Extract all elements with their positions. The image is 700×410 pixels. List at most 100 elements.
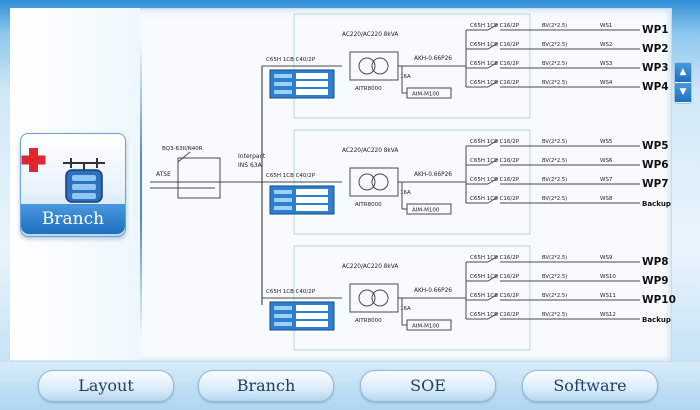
branch-cable-label: BV(2*2.5) <box>542 255 567 261</box>
branch-outlet-label: WP3 <box>642 62 669 74</box>
branch-code-label: WS4 <box>600 80 613 86</box>
monitor-label: AIM-M100 <box>412 324 440 330</box>
meter-ref-label: AKH-0.66P26 <box>414 172 452 178</box>
branch-outlet-label: WP5 <box>642 140 669 152</box>
branch-module-card[interactable]: Branch <box>20 133 126 237</box>
branch-breaker-label: C65H 1CB C16/2P <box>470 177 520 183</box>
transformer-rating: AC220/AC220 8kVA <box>342 264 398 270</box>
branch-cable-label: BV(2*2.5) <box>542 293 567 299</box>
branch-cable-label: BV(2*2.5) <box>542 42 567 48</box>
transformer-box <box>349 51 399 81</box>
meter-display <box>296 205 328 211</box>
transformer-coil-2 <box>371 57 389 75</box>
transformer-coil-1 <box>358 57 376 75</box>
meter-indicator <box>274 90 292 94</box>
branch-breaker-blade <box>487 80 499 88</box>
branch-outlet-label: WP10 <box>642 294 676 306</box>
meter-display <box>296 321 328 327</box>
meter-display <box>296 305 328 311</box>
branch-breaker-label: C65H 1CB C16/2P <box>470 42 520 48</box>
meter-indicator <box>274 82 292 86</box>
branch-code-label: WS7 <box>600 177 613 183</box>
cable-label: 16A <box>400 74 411 80</box>
branch-breaker-blade <box>487 177 499 185</box>
scroll-up-icon[interactable]: ▲ <box>675 63 691 82</box>
monitor-label: AIM-M100 <box>412 92 440 98</box>
meter-indicator <box>274 74 292 78</box>
transformer-rating: AC220/AC220 8kVA <box>342 32 398 38</box>
branch-code-label: WS9 <box>600 255 613 261</box>
vertical-scrollbar[interactable]: ▲ ▼ <box>674 62 692 104</box>
branch-breaker-blade <box>487 293 499 301</box>
branch-outlet-label: WP4 <box>642 81 669 93</box>
meter-indicator <box>274 306 292 310</box>
transformer-coil-2 <box>371 289 389 307</box>
transformer-model: AITR8000 <box>355 318 382 324</box>
branch-breaker-label: C65H 1CB C16/2P <box>470 255 520 261</box>
branch-breaker-blade <box>487 61 499 69</box>
interlock-label-2: INS 63A <box>238 162 263 169</box>
ats-switch-blade <box>177 151 191 163</box>
branch-breaker-blade <box>487 158 499 166</box>
branch-breaker-label: C65H 1CB C16/2P <box>470 23 520 29</box>
branch-cable-label: BV(2*2.5) <box>542 177 567 183</box>
nav-branch-button[interactable]: Branch <box>198 370 334 402</box>
section-main-breaker-label: C65H 1CB C40/2P <box>266 173 316 179</box>
branch-breaker-label: C65H 1CB C16/2P <box>470 158 520 164</box>
branch-card-label: Branch <box>21 204 125 234</box>
branch-cable-label: BV(2*2.5) <box>542 196 567 202</box>
meter-display <box>296 189 328 195</box>
transformer-model: AITR8000 <box>355 202 382 208</box>
branch-code-label: WS12 <box>600 312 616 318</box>
nav-layout-button[interactable]: Layout <box>38 370 174 402</box>
meter-ref-label: AKH-0.66P26 <box>414 288 452 294</box>
branch-code-label: WS1 <box>600 23 612 29</box>
meter-indicator <box>274 190 292 194</box>
nav-software-button[interactable]: Software <box>522 370 658 402</box>
branch-cable-label: BV(2*2.5) <box>542 23 567 29</box>
monitor-label: AIM-M100 <box>412 208 440 214</box>
nav-soe-button[interactable]: SOE <box>360 370 496 402</box>
branch-cable-label: BV(2*2.5) <box>542 312 567 318</box>
meter-ref-label: AKH-0.66P26 <box>414 56 452 62</box>
meter-indicator <box>274 314 292 318</box>
branch-cable-label: BV(2*2.5) <box>542 80 567 86</box>
diagram-sections: C65H 1CB C40/2P AC220/AC220 8kVA AITR8000 1… <box>262 13 676 351</box>
meter-indicator <box>274 198 292 202</box>
branch-breaker-label: C65H 1CB C16/2P <box>470 312 520 318</box>
branch-breaker-label: C65H 1CB C16/2P <box>470 293 520 299</box>
transformer-coil-1 <box>358 289 376 307</box>
section-main-breaker-label: C65H 1CB C40/2P <box>266 289 316 295</box>
branch-breaker-blade <box>487 274 499 282</box>
section-main-breaker-label: C65H 1CB C40/2P <box>266 57 316 63</box>
branch-breaker-label: C65H 1CB C16/2P <box>470 61 520 67</box>
branch-outlet-label: WP1 <box>642 24 669 36</box>
transformer-coil-2 <box>371 173 389 191</box>
branch-breaker-blade <box>487 196 499 204</box>
branch-breaker-label: C65H 1CB C16/2P <box>470 274 520 280</box>
branch-cable-label: BV(2*2.5) <box>542 139 567 145</box>
branch-outlet-label: WP8 <box>642 256 669 268</box>
distribution-box-icon <box>21 148 105 203</box>
meter-indicator <box>274 206 292 210</box>
branch-code-label: WS2 <box>600 42 612 48</box>
branch-breaker-label: C65H 1CB C16/2P <box>470 80 520 86</box>
branch-breaker-blade <box>487 312 499 320</box>
ats-label: ATSE <box>156 171 171 178</box>
branch-outlet-label: Backup <box>642 200 671 208</box>
sidebar-divider <box>140 40 142 340</box>
transformer-box <box>349 167 399 197</box>
meter-display <box>296 313 328 319</box>
scroll-down-icon[interactable]: ▼ <box>675 83 691 102</box>
meter-display <box>296 89 328 95</box>
branch-breaker-blade <box>487 255 499 263</box>
branch-code-label: WS8 <box>600 196 613 202</box>
branch-outlet-label: WP2 <box>642 43 669 55</box>
branch-outlet-label: WP9 <box>642 275 669 287</box>
branch-code-label: WS11 <box>600 293 616 299</box>
meter-indicator <box>274 322 292 326</box>
